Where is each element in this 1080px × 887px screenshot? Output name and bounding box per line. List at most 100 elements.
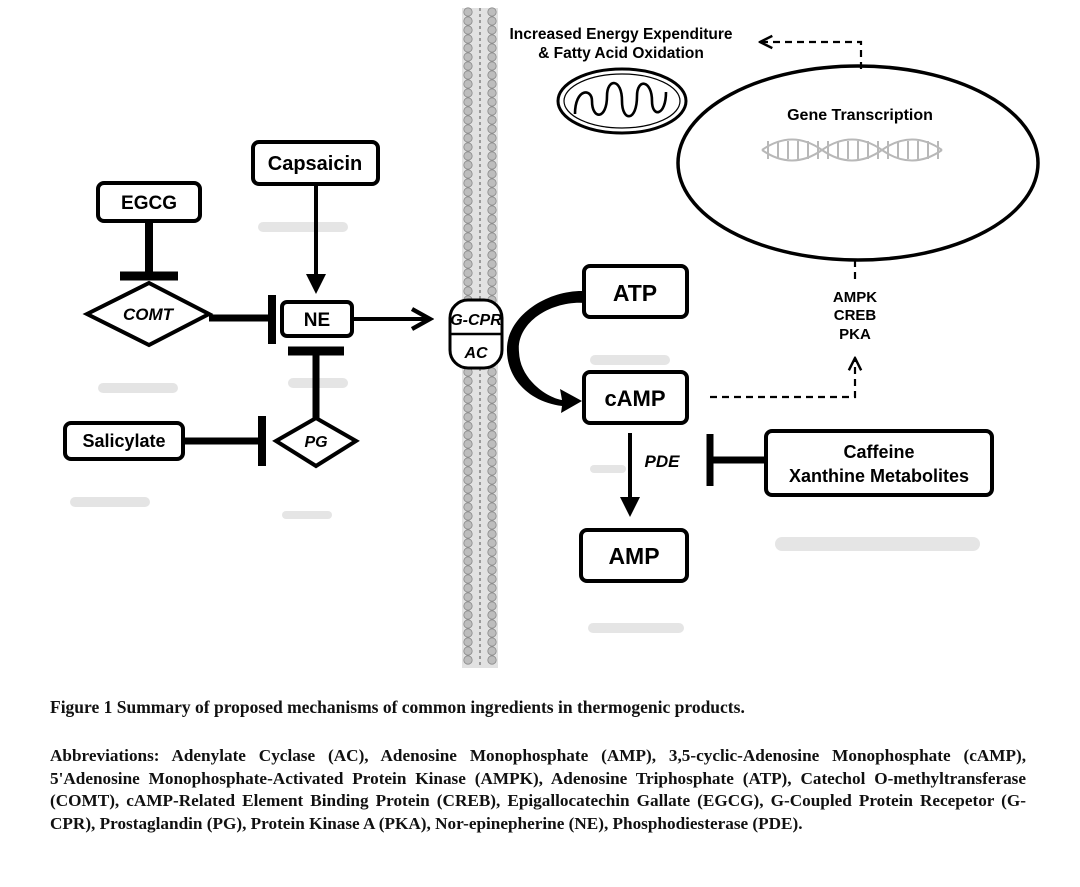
ne-node: NE: [280, 300, 354, 338]
lipid-head: [487, 160, 497, 170]
lipid-head: [487, 376, 497, 386]
lipid-head: [487, 421, 497, 431]
lipid-head: [463, 628, 473, 638]
nucleus: Gene Transcription: [676, 64, 1040, 262]
lipid-head: [463, 241, 473, 251]
salicylate-inhibits-pg: [183, 416, 266, 466]
lipid-head: [463, 223, 473, 233]
lipid-head: [487, 214, 497, 224]
lipid-head: [487, 79, 497, 89]
lipid-head: [487, 61, 497, 71]
amp-node: AMP: [579, 528, 689, 583]
comt-label: COMT: [123, 305, 175, 324]
lipid-head: [487, 484, 497, 494]
lipid-head: [463, 88, 473, 98]
lipid-head: [487, 646, 497, 656]
lipid-head: [463, 637, 473, 647]
lipid-head: [463, 250, 473, 260]
lipid-head: [487, 277, 497, 287]
lipid-head: [463, 232, 473, 242]
lipid-head: [463, 511, 473, 521]
egcg-inhibits-comt: [120, 221, 178, 281]
lipid-head: [463, 43, 473, 53]
lipid-head: [463, 466, 473, 476]
lipid-head: [463, 178, 473, 188]
lipid-head: [487, 475, 497, 485]
lipid-head: [487, 619, 497, 629]
lipid-head: [463, 529, 473, 539]
lipid-head: [487, 43, 497, 53]
lipid-head: [463, 286, 473, 296]
lipid-head: [463, 52, 473, 62]
lipid-head: [487, 151, 497, 161]
camp-label: cAMP: [604, 386, 665, 411]
lipid-head: [463, 115, 473, 125]
lipid-head: [463, 484, 473, 494]
dna-icon: [761, 138, 943, 162]
lipid-head: [463, 655, 473, 665]
lipid-head: [463, 592, 473, 602]
xanthine-label: Xanthine Metabolites: [789, 466, 969, 486]
lipid-head: [463, 583, 473, 593]
lipid-head: [463, 376, 473, 386]
energy-label-line2: & Fatty Acid Oxidation: [538, 45, 704, 62]
caffeine-label: Caffeine: [843, 442, 914, 462]
lipid-head: [487, 367, 497, 377]
mitochondrion-icon: [556, 67, 688, 135]
figure-caption-abbreviations: Abbreviations: Adenylate Cyclase (AC), A…: [50, 746, 1026, 833]
lipid-head: [463, 16, 473, 26]
lipid-head: [487, 196, 497, 206]
lipid-head: [463, 70, 473, 80]
lipid-head: [487, 637, 497, 647]
lipid-head: [463, 259, 473, 269]
atp-to-camp-arrow: [506, 290, 586, 413]
lipid-head: [487, 115, 497, 125]
gcpr-label: G-CPR: [450, 312, 502, 329]
lipid-head: [487, 259, 497, 269]
lipid-head: [463, 538, 473, 548]
caffeine-inhibits-pde: [706, 434, 766, 486]
lipid-head: [487, 511, 497, 521]
lipid-head: [487, 439, 497, 449]
lipid-head: [463, 25, 473, 35]
lipid-head: [487, 52, 497, 62]
lipid-head: [487, 205, 497, 215]
kinase-creb: CREB: [834, 307, 877, 324]
lipid-head: [487, 520, 497, 530]
lipid-head: [463, 430, 473, 440]
comt-inhibits-ne: [209, 295, 276, 344]
lipid-head: [463, 124, 473, 134]
lipid-head: [487, 250, 497, 260]
lipid-head: [463, 142, 473, 152]
lipid-head: [487, 187, 497, 197]
lipid-head: [487, 286, 497, 296]
kinase-labels: AMPK CREB PKA: [833, 289, 877, 343]
lipid-head: [487, 430, 497, 440]
lipid-head: [463, 502, 473, 512]
figure-caption-title: Figure 1 Summary of proposed mechanisms …: [50, 697, 745, 717]
lipid-head: [487, 466, 497, 476]
lipid-head: [487, 547, 497, 557]
comt-node: COMT: [82, 280, 214, 348]
lipid-head: [463, 268, 473, 278]
lipid-head: [463, 169, 473, 179]
lipid-head: [463, 214, 473, 224]
lipid-head: [487, 97, 497, 107]
lipid-head: [487, 88, 497, 98]
capsaicin-node: Capsaicin: [251, 140, 380, 186]
lipid-head: [487, 241, 497, 251]
lipid-head: [463, 457, 473, 467]
egcg-label: EGCG: [121, 193, 177, 214]
atp-label: ATP: [613, 280, 657, 306]
lipid-head: [463, 646, 473, 656]
gcpr-ac-receptor: G-CPR AC: [448, 298, 504, 370]
lipid-head: [463, 601, 473, 611]
lipid-head: [487, 106, 497, 116]
lipid-head: [487, 628, 497, 638]
lipid-head: [487, 223, 497, 233]
lipid-head: [463, 403, 473, 413]
caffeine-node: Caffeine Xanthine Metabolites: [764, 429, 994, 497]
lipid-head: [487, 583, 497, 593]
lipid-head: [487, 457, 497, 467]
lipid-head: [463, 574, 473, 584]
